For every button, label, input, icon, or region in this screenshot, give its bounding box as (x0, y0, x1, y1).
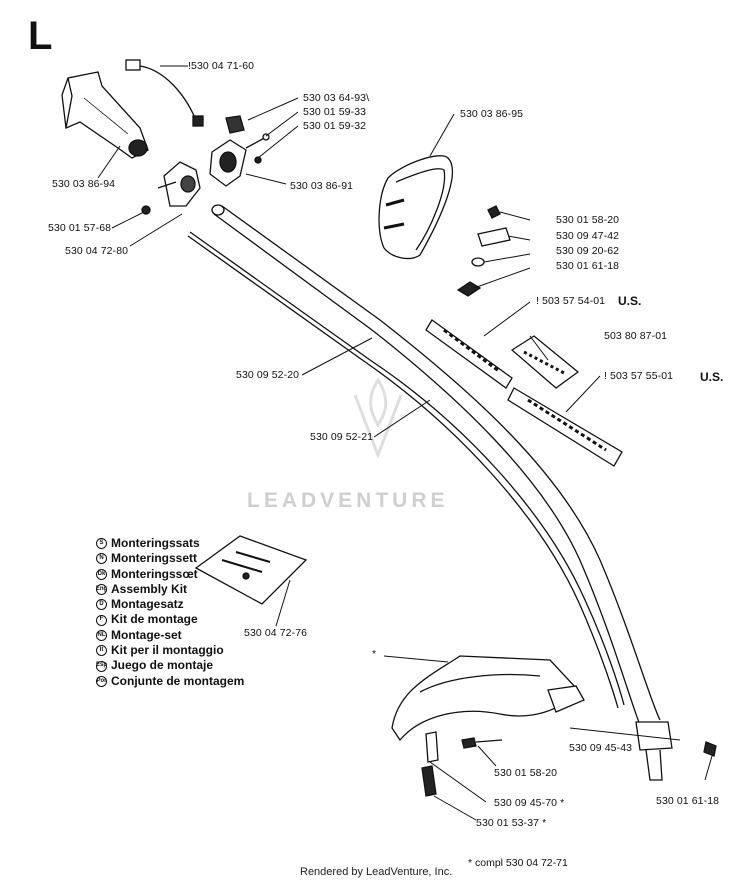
shaft-tube (211, 204, 661, 726)
part-label: 530 09 45-43 (569, 742, 633, 754)
rear-handle (61, 71, 149, 159)
legend-row: Eng Assembly Kit (96, 582, 244, 597)
language-badge: N (96, 553, 107, 565)
language-badge: Por (96, 675, 107, 687)
legend-row: N Monteringssett (96, 551, 244, 566)
drive-shaft (187, 231, 625, 709)
assembly-kit-bag (194, 535, 308, 605)
legend-row: F Kit de montage (96, 612, 244, 627)
part-label: 530 09 45-70 * (494, 797, 565, 809)
section-letter: L (28, 14, 53, 58)
part-label: 530 01 59-33 (303, 106, 367, 118)
legend-row: Dk Monteringssœt (96, 567, 244, 582)
watermark-logo (353, 377, 403, 460)
legend-row: Por Conjunte de montagem (96, 674, 244, 689)
part-label: ! 503 57 55-01 (604, 370, 674, 382)
legend-text: Kit de montage (111, 612, 198, 627)
legend-row: It Kit per il montaggio (96, 643, 244, 658)
language-badge: Dk (96, 568, 107, 580)
language-badge: F (96, 614, 107, 626)
legend-row: NL Montage-set (96, 628, 244, 643)
legend-text: Juego de montaje (111, 658, 214, 673)
decal-sticker-1 (425, 319, 513, 389)
clamp-housing (141, 139, 247, 215)
guard-fasteners (421, 731, 503, 797)
legend-text: Conjunte de montagem (111, 673, 245, 688)
language-badge: S (96, 538, 107, 550)
assembly-kit-legend: S Monteringssats N Monteringssett Dk Monter… (96, 536, 245, 689)
screw-part (245, 133, 270, 164)
part-label: 530 01 58-20 (556, 214, 620, 226)
cable-part (125, 59, 204, 127)
part-label: 530 01 59-32 (303, 120, 367, 132)
footnote: * compl 530 04 72-71 (468, 857, 568, 869)
part-label: 530 09 52-21 (310, 431, 374, 443)
part-label: 530 01 61-18 (656, 795, 720, 807)
handle-hardware (456, 205, 511, 297)
part-label: 530 03 64-93\ (303, 92, 370, 104)
decal-sticker-2 (510, 335, 580, 389)
part-label: 530 04 72-80 (65, 245, 129, 257)
trimmer-guard (391, 655, 585, 742)
part-label: * (372, 648, 377, 660)
leader-lines (97, 65, 713, 821)
language-badge: D (96, 599, 107, 611)
part-label: 530 01 53-37 * (476, 817, 547, 829)
legend-text: Montage-set (111, 627, 182, 642)
legend-row: S Monteringssats (96, 536, 244, 551)
language-badge: NL (96, 629, 107, 641)
part-label: 530 09 20-62 (556, 245, 620, 257)
us-mark: U.S. (700, 370, 724, 384)
part-label: 530 01 61-18 (556, 260, 620, 272)
part-label: 530 01 58-20 (494, 767, 558, 779)
legend-row: Esp Juego de montaje (96, 658, 244, 673)
language-badge: Eng (96, 584, 107, 596)
language-badge: Esp (96, 660, 107, 672)
language-badge: It (96, 645, 107, 657)
decal-sticker-3 (507, 387, 623, 467)
front-handle (378, 155, 453, 260)
part-label: 530 03 86-94 (52, 178, 116, 190)
legend-text: Assembly Kit (111, 581, 188, 596)
legend-text: Montagesatz (111, 597, 184, 612)
legend-text: Monteringssœt (111, 566, 198, 581)
part-label: 530 09 52-20 (236, 369, 300, 381)
legend-row: D Montagesatz (96, 597, 244, 612)
watermark-text: LEADVENTURE (247, 489, 449, 512)
lower-clamp (635, 721, 717, 781)
switch-part (225, 115, 245, 134)
part-label: 530 04 72-76 (244, 627, 308, 639)
part-label: 503 80 87-01 (604, 330, 668, 342)
legend-text: Kit per il montaggio (111, 643, 224, 658)
part-label: 530 01 57-68 (48, 222, 112, 234)
legend-text: Monteringssett (111, 551, 198, 566)
part-label: !530 04 71-60 (188, 60, 255, 72)
legend-text: Monteringssats (111, 536, 200, 550)
part-label: 530 03 86-91 (290, 180, 354, 192)
footer-credit: Rendered by LeadVenture, Inc. (300, 866, 453, 878)
part-label: 530 09 47-42 (556, 230, 620, 242)
us-mark: U.S. (618, 294, 642, 308)
part-label: ! 503 57 54-01 (536, 295, 606, 307)
part-label: 530 03 86-95 (460, 108, 524, 120)
